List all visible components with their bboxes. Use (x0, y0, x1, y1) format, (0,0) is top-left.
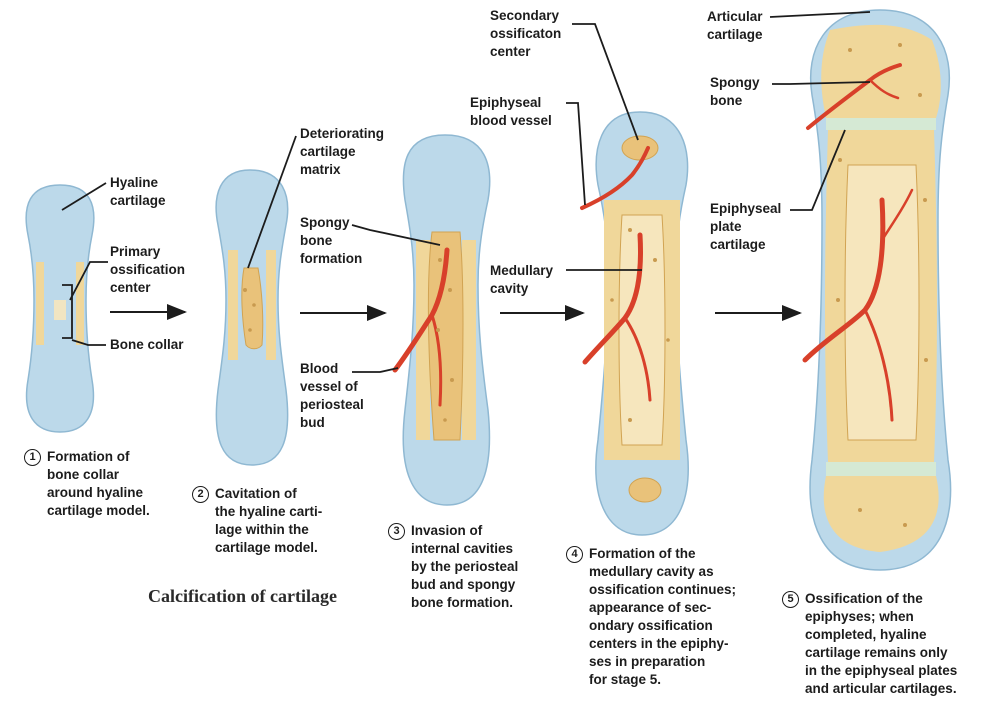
label-medullary-cavity: Medullary cavity (490, 262, 553, 298)
step-2-caption: 2 Cavitation of the hyaline carti- lage … (192, 485, 322, 557)
label-spongy-bone-formation: Spongy bone formation (300, 214, 362, 268)
step-4-text: Formation of the medullary cavity as oss… (589, 545, 736, 689)
label-epiphyseal-plate-cartilage: Epiphyseal plate cartilage (710, 200, 781, 254)
label-secondary-ossification-center: Secondary ossificaton center (490, 7, 561, 61)
label-bone-collar: Bone collar (110, 336, 184, 354)
step-5-number: 5 (782, 591, 799, 608)
step-5-caption: 5 Ossification of the epiphyses; when co… (782, 590, 957, 698)
stage-1-cartilage-model (26, 185, 94, 432)
step-1-text: Formation of bone collar around hyaline … (47, 448, 150, 520)
step-3-text: Invasion of internal cavities by the per… (411, 522, 518, 612)
stage-4-developing-bone (582, 112, 688, 535)
step-2-number: 2 (192, 486, 209, 503)
stage-2-cartilage-model (216, 170, 288, 465)
step-1-caption: 1 Formation of bone collar around hyalin… (24, 448, 150, 520)
step-4-caption: 4 Formation of the medullary cavity as o… (566, 545, 736, 689)
stage-3-developing-bone (395, 135, 490, 505)
step-3-number: 3 (388, 523, 405, 540)
label-hyaline-cartilage: Hyaline cartilage (110, 174, 166, 210)
label-spongy-bone: Spongy bone (710, 74, 760, 110)
step-3-caption: 3 Invasion of internal cavities by the p… (388, 522, 518, 612)
label-deteriorating-cartilage-matrix: Deteriorating cartilage matrix (300, 125, 384, 179)
step-5-text: Ossification of the epiphyses; when comp… (805, 590, 957, 698)
label-epiphyseal-blood-vessel: Epiphyseal blood vessel (470, 94, 552, 130)
step-1-number: 1 (24, 449, 41, 466)
stage-5-ossified-bone (805, 10, 951, 570)
calcification-subtitle: Calcification of cartilage (148, 586, 337, 607)
step-2-text: Cavitation of the hyaline carti- lage wi… (215, 485, 322, 557)
label-articular-cartilage: Articular cartilage (707, 8, 763, 44)
step-4-number: 4 (566, 546, 583, 563)
label-primary-ossification-center: Primary ossification center (110, 243, 185, 297)
label-blood-vessel-periosteal-bud: Blood vessel of periosteal bud (300, 360, 364, 432)
